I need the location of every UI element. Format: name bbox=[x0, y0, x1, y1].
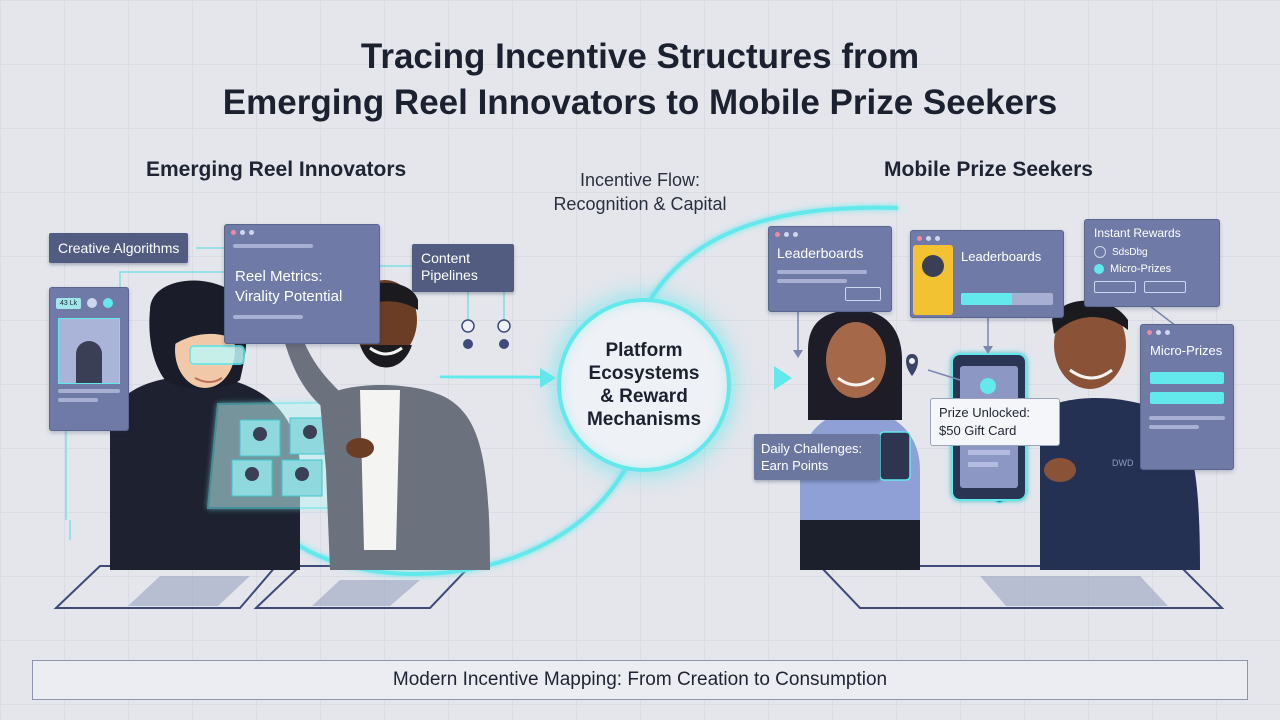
micro-prizes-card: Micro-Prizes bbox=[1140, 324, 1234, 470]
micro-prizes-title: Micro-Prizes bbox=[1150, 343, 1223, 358]
location-pin-icon bbox=[906, 354, 918, 376]
instant-rewards-card: Instant Rewards SdsDbg Micro-Prizes bbox=[1084, 219, 1220, 307]
profile-badge: 43 Lk bbox=[56, 297, 82, 309]
pipeline-node-1 bbox=[461, 319, 475, 333]
prize-icon bbox=[1094, 264, 1104, 274]
profile-bar-1 bbox=[58, 389, 120, 393]
instant-rewards-button-2[interactable] bbox=[1144, 281, 1186, 293]
hub-line-3: & Reward bbox=[600, 386, 688, 407]
platform-ecosystems-hub: Platform Ecosystems & Reward Mechanisms bbox=[557, 298, 731, 472]
flow-label-line-1: Incentive Flow: bbox=[579, 170, 701, 190]
flow-label-line-2: Recognition & Capital bbox=[553, 194, 727, 214]
down-arrow-left bbox=[793, 350, 803, 358]
creator-profile-card: 43 Lk bbox=[49, 287, 129, 431]
pipeline-node-4 bbox=[499, 339, 509, 349]
hub-line-4: Mechanisms bbox=[586, 409, 702, 430]
instant-rewards-item-2: Micro-Prizes bbox=[1110, 263, 1172, 275]
coin-icon bbox=[1094, 246, 1106, 258]
micro-prizes-button-2[interactable] bbox=[1150, 392, 1224, 404]
flow-arrow-left bbox=[439, 374, 541, 380]
daily-challenges-tag: Daily Challenges: Earn Points bbox=[754, 434, 880, 480]
leaderboards-a-button[interactable] bbox=[845, 287, 881, 301]
hub-line-1: Platform bbox=[605, 340, 683, 361]
down-arrow-center bbox=[983, 346, 993, 354]
leaderboards-b-progress bbox=[961, 293, 1053, 305]
instant-rewards-button-1[interactable] bbox=[1094, 281, 1136, 293]
left-floor-shadow-2 bbox=[312, 580, 420, 606]
left-floor-shadow bbox=[128, 576, 250, 606]
location-pin-dot bbox=[909, 358, 915, 364]
right-connector-lines bbox=[797, 305, 1177, 381]
reel-metrics-card: Reel Metrics: Virality Potential bbox=[224, 224, 380, 344]
shirt-logo-text: DWD bbox=[1112, 458, 1134, 468]
pipeline-node-3 bbox=[463, 339, 473, 349]
prize-unlocked-callout: Prize Unlocked: $50 Gift Card bbox=[930, 398, 1060, 446]
title-line-2: Emerging Reel Innovators to Mobile Prize… bbox=[222, 83, 1058, 122]
creative-algorithms-tag: Creative Algorithms bbox=[49, 233, 189, 263]
page-title: Tracing Incentive Structures from Emergi… bbox=[0, 34, 1280, 126]
virality-potential-label: Virality Potential bbox=[235, 288, 343, 305]
footer-caption: Modern Incentive Mapping: From Creation … bbox=[392, 669, 888, 690]
flow-arrowhead-right bbox=[774, 366, 792, 390]
prize-unlocked-line-1: Prize Unlocked: bbox=[939, 405, 1031, 420]
hub-line-2: Ecosystems bbox=[588, 363, 700, 384]
profile-bar-2 bbox=[58, 398, 98, 402]
footer-caption-box: Modern Incentive Mapping: From Creation … bbox=[32, 660, 1248, 700]
profile-avatar bbox=[58, 318, 120, 384]
micro-prizes-bar-2 bbox=[1149, 425, 1199, 429]
prize-unlocked-line-2: $50 Gift Card bbox=[939, 423, 1017, 438]
micro-prizes-button-1[interactable] bbox=[1150, 372, 1224, 384]
leaderboards-card-a: Leaderboards bbox=[768, 226, 892, 312]
content-pipelines-tag: Content Pipelines bbox=[412, 244, 514, 292]
profile-star-icon bbox=[103, 298, 114, 308]
leaderboards-b-avatar bbox=[913, 245, 953, 315]
title-line-1: Tracing Incentive Structures from bbox=[360, 37, 920, 76]
profile-toggle-icon bbox=[87, 298, 98, 308]
reel-metrics-bar-top bbox=[233, 244, 313, 248]
left-section-heading: Emerging Reel Innovators bbox=[146, 158, 407, 181]
reel-metrics-bar-bottom bbox=[233, 315, 303, 319]
leaderboards-card-b: Leaderboards bbox=[910, 230, 1064, 318]
right-section-heading: Mobile Prize Seekers bbox=[884, 158, 1093, 181]
daily-challenges-line-1: Daily Challenges: bbox=[761, 441, 863, 456]
leaderboards-b-title: Leaderboards bbox=[961, 249, 1042, 264]
instant-rewards-item-1: SdsDbg bbox=[1112, 246, 1148, 258]
pipeline-node-2 bbox=[497, 319, 511, 333]
micro-prizes-bar-1 bbox=[1149, 416, 1225, 420]
reel-metrics-title: Reel Metrics: bbox=[235, 268, 323, 285]
daily-challenges-line-2: Earn Points bbox=[761, 458, 829, 473]
flow-arrowhead-left bbox=[540, 368, 556, 388]
leaderboards-a-bar-2 bbox=[777, 279, 847, 283]
leaderboards-a-bar-1 bbox=[777, 270, 867, 274]
instant-rewards-title: Instant Rewards bbox=[1094, 226, 1181, 240]
incentive-flow-arc bbox=[268, 205, 899, 577]
leaderboards-a-title: Leaderboards bbox=[777, 245, 864, 261]
incentive-flow-label: Incentive Flow: Recognition & Capital bbox=[528, 168, 752, 216]
right-floor-shadow bbox=[980, 576, 1168, 606]
